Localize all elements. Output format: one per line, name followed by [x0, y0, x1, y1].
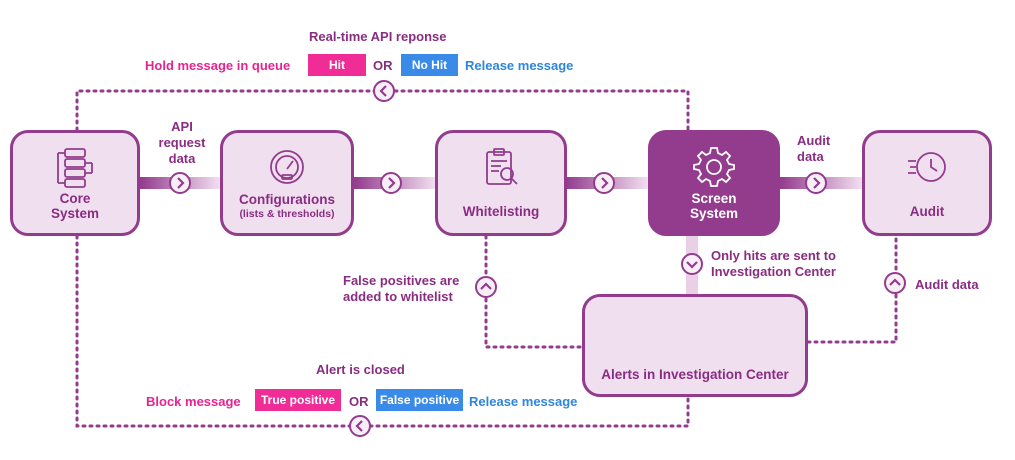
- tag-hit: Hit: [308, 54, 366, 76]
- core-line1: Core: [59, 191, 91, 206]
- bottom-caption: Alert is closed: [316, 362, 405, 377]
- bottom-loop-arrow: [349, 415, 371, 437]
- chevron-left-icon: [379, 85, 387, 97]
- top-loop-arrow: [373, 80, 395, 102]
- tag-true-positive: True positive: [255, 389, 341, 411]
- chevron-right-icon: [813, 177, 821, 189]
- audit-loop: [806, 234, 898, 344]
- release-message-top-label: Release message: [465, 58, 574, 73]
- arrow-core-config: [169, 172, 191, 194]
- or-label-top: OR: [373, 58, 393, 73]
- chevron-up-icon: [889, 278, 901, 286]
- whitelisting-node: Whitelisting: [435, 130, 567, 236]
- false-positive-loop: [484, 234, 584, 349]
- arrow-screen-audit: [805, 172, 827, 194]
- configurations-title: Configurations: [239, 192, 335, 207]
- or-label-bottom: OR: [349, 394, 369, 409]
- chevron-right-icon: [177, 177, 185, 189]
- hold-message-label: Hold message in queue: [145, 58, 291, 73]
- arrow-whitelist-screen: [593, 172, 615, 194]
- screen-system-node: Screen System: [648, 130, 780, 236]
- bottom-loop: [75, 234, 690, 428]
- arrow-alerts-audit: [884, 272, 906, 294]
- audit-title: Audit: [909, 204, 945, 219]
- core-system-node: Core System: [10, 130, 140, 236]
- configurations-node: Configurations (lists & thresholds): [220, 130, 354, 236]
- tag-no-hit: No Hit: [401, 54, 458, 76]
- configurations-sub: (lists & thresholds): [239, 208, 335, 220]
- tag-false-positive: False positive: [376, 389, 463, 411]
- block-message-label: Block message: [146, 394, 241, 409]
- release-message-bottom-label: Release message: [469, 394, 578, 409]
- database-icon: [57, 148, 93, 188]
- chevron-down-icon: [686, 261, 698, 269]
- gauge-icon: [270, 150, 304, 184]
- core-line2: System: [50, 206, 100, 221]
- arrow-config-whitelist: [380, 172, 402, 194]
- alerts-node: Alerts in Investigation Center: [582, 294, 808, 397]
- clipboard-search-icon: [486, 148, 518, 185]
- top-caption: Real-time API reponse: [309, 29, 447, 44]
- screen-line1: Screen: [691, 191, 737, 206]
- clock-history-icon: [908, 152, 946, 182]
- chevron-left-icon: [355, 420, 363, 432]
- chevron-right-icon: [601, 177, 609, 189]
- arrow-alerts-whitelist: [475, 276, 497, 298]
- whitelisting-title: Whitelisting: [462, 204, 540, 219]
- screen-line2: System: [689, 206, 739, 221]
- audit-data-right-label: Audit data: [915, 277, 979, 292]
- chevron-up-icon: [480, 282, 492, 290]
- chevron-right-icon: [388, 177, 396, 189]
- gear-icon: [693, 147, 735, 187]
- arrow-screen-alerts: [681, 253, 703, 275]
- audit-node: Audit: [862, 130, 992, 236]
- alerts-title: Alerts in Investigation Center: [601, 367, 789, 382]
